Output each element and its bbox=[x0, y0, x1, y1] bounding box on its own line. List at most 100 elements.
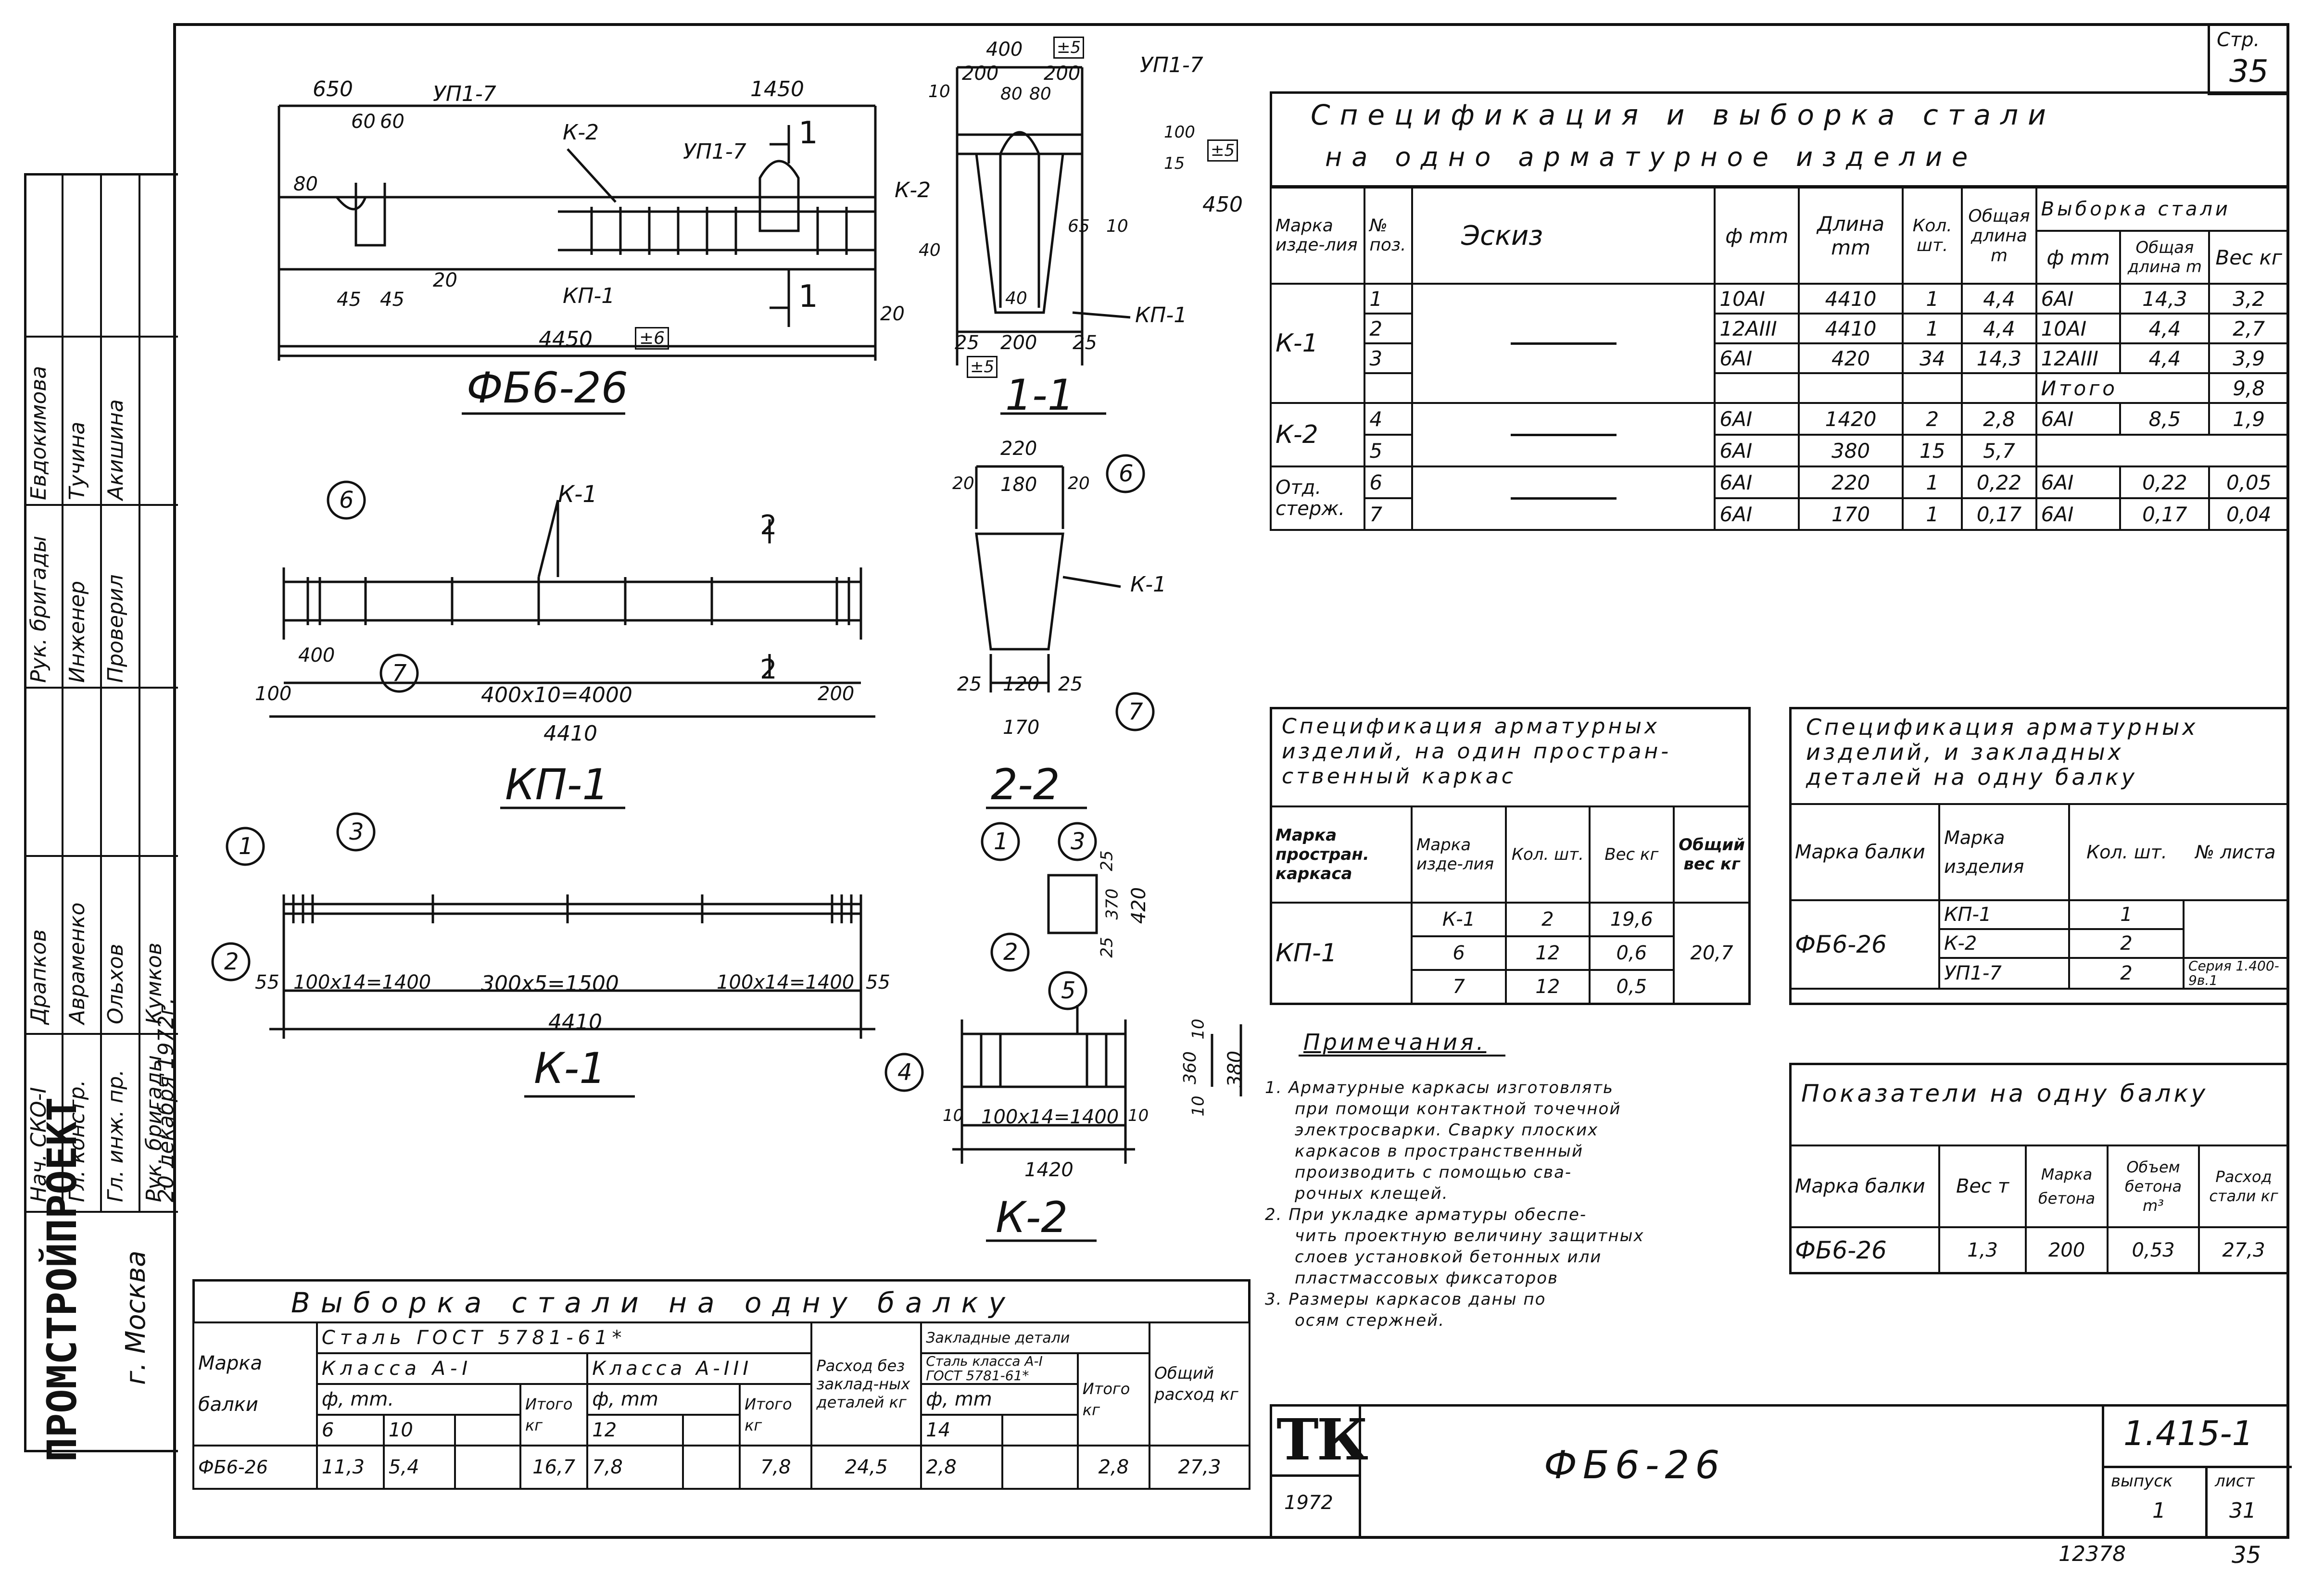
cell bbox=[1001, 1445, 1079, 1490]
header-cell: Эскиз bbox=[1411, 187, 1716, 285]
header-cell: Итого кг bbox=[1076, 1352, 1150, 1447]
issue-label: выпуск bbox=[2111, 1472, 2173, 1491]
header-cell: Итого кг bbox=[519, 1383, 589, 1447]
dim-label: 6 bbox=[339, 487, 354, 514]
sheet-number-box: Стр. 35 bbox=[2208, 23, 2289, 95]
cell bbox=[1961, 372, 2037, 404]
cell: 34 bbox=[1902, 342, 1963, 374]
header-cell: Расход стали кг bbox=[2198, 1145, 2289, 1228]
cell: 2 bbox=[1505, 902, 1591, 937]
spec-cage-title-1: Спецификация арматурных bbox=[1282, 714, 1660, 739]
view-title-k1: К-1 bbox=[534, 1044, 606, 1093]
note-line: слоев установкой бетонных или bbox=[1295, 1247, 1602, 1267]
header-cell: Вес кг bbox=[2208, 230, 2289, 285]
cell: КП-1 bbox=[1938, 899, 2070, 930]
dim-label: 80 bbox=[293, 173, 318, 195]
dim-label: 200 bbox=[1044, 63, 1081, 85]
cell: 4,4 bbox=[1961, 313, 2037, 344]
cell: 12 bbox=[1505, 935, 1591, 971]
note-line: электросварки. Сварку плоских bbox=[1295, 1120, 1599, 1140]
cell: 1 bbox=[1902, 497, 1963, 531]
spec-main-title-2: на одно арматурное изделие bbox=[1325, 142, 1978, 172]
cell: 10AI bbox=[1714, 283, 1800, 314]
spec-main-title-box: Спецификация и выборка стали на одно арм… bbox=[1270, 91, 2289, 188]
pos-cell: 2 bbox=[1364, 313, 1414, 344]
cell: 3,9 bbox=[2208, 342, 2289, 374]
dim-label: 200 bbox=[818, 683, 855, 705]
note-line: пластмассовых фиксаторов bbox=[1295, 1269, 1559, 1288]
dim-label: УП1-7 bbox=[1140, 53, 1203, 77]
dim-label: 100 bbox=[1164, 123, 1195, 142]
dim-label: УП1-7 bbox=[433, 82, 496, 106]
note-line: осям стержней. bbox=[1295, 1311, 1445, 1330]
pos-cell bbox=[1364, 372, 1414, 404]
header-cell: Вес т bbox=[1938, 1145, 2027, 1228]
dim-label: 80 bbox=[1029, 84, 1051, 104]
sketch-line bbox=[1510, 497, 1617, 500]
cell: 12 bbox=[586, 1414, 684, 1447]
dim-label: ±5 bbox=[967, 356, 998, 378]
sketch-line bbox=[1510, 433, 1617, 436]
dim-label: 4450 bbox=[539, 327, 593, 352]
cell: 2,8 bbox=[920, 1445, 1003, 1490]
spec-cage-title-3: ственный каркас bbox=[1282, 764, 1516, 789]
cell: ФБ6-26 bbox=[192, 1445, 318, 1490]
dim-label: К-1 bbox=[1130, 572, 1167, 597]
mark-cell: К-1 bbox=[1269, 283, 1366, 404]
cell: 6 bbox=[1410, 935, 1507, 971]
cell: 0,5 bbox=[1588, 969, 1675, 1005]
cell: 4410 bbox=[1798, 283, 1904, 314]
cell: 6AI bbox=[1714, 342, 1800, 374]
header-cell: Длина mm bbox=[1798, 187, 1904, 285]
dim-label: 7 bbox=[1128, 698, 1143, 725]
indicators-title: Показатели на одну балку bbox=[1801, 1080, 2209, 1107]
cell bbox=[682, 1414, 741, 1447]
header-cell: Выборка стали bbox=[2035, 187, 2290, 232]
header-cell: Кол. шт. bbox=[1902, 187, 1963, 285]
header-cell: Класса А-I bbox=[316, 1352, 589, 1385]
issue-divider bbox=[2205, 1466, 2208, 1539]
cell: 4,4 bbox=[1961, 283, 2037, 314]
spec-beam-title-3: деталей на одну балку bbox=[1806, 764, 2138, 790]
cell: 6AI bbox=[1714, 434, 1800, 467]
cell: 6 bbox=[316, 1414, 385, 1447]
dim-label: 3 bbox=[1071, 828, 1086, 855]
cell: 2 bbox=[2068, 928, 2185, 959]
cell: 380 bbox=[1798, 434, 1904, 467]
sketch-line bbox=[1510, 342, 1617, 345]
header-cell: ф, mm. bbox=[316, 1383, 521, 1416]
dim-label: 20 bbox=[433, 269, 457, 291]
spec-cage-table: Марка простран. каркаса Марка изде-лия К… bbox=[1270, 805, 1751, 1005]
dim-label: 60 bbox=[351, 111, 376, 133]
cell: 2,7 bbox=[2208, 313, 2289, 344]
spec-beam-box: Спецификация арматурных изделий, и закла… bbox=[1789, 707, 2289, 1005]
code-divider bbox=[2104, 1466, 2292, 1468]
cell: 9,8 bbox=[2208, 372, 2289, 404]
dim-label: 100 bbox=[255, 683, 292, 705]
dim-label: 10 bbox=[928, 82, 950, 101]
dim-label: 4 bbox=[897, 1059, 912, 1086]
cell: 0,17 bbox=[1961, 497, 2037, 531]
header-cell: Объем бетона m³ bbox=[2107, 1145, 2200, 1228]
dim-label: 10 bbox=[1188, 1019, 1208, 1040]
dim-label: 1420 bbox=[1024, 1159, 1074, 1181]
header-cell: Сталь ГОСТ 5781-61* bbox=[316, 1321, 813, 1354]
header-cell: Расход без заклад-ных деталей кг bbox=[810, 1321, 922, 1447]
dim-label: 20 bbox=[952, 474, 974, 493]
header-cell: Общая длина m bbox=[1961, 187, 2037, 285]
sketch-cell bbox=[1411, 283, 1716, 404]
cell: 4,4 bbox=[2119, 313, 2210, 344]
note-line: при помощи контактной точечной bbox=[1295, 1099, 1621, 1119]
cell: 8,5 bbox=[2119, 402, 2210, 436]
cell: 12 bbox=[1505, 969, 1591, 1005]
cell: 2,8 bbox=[1076, 1445, 1150, 1490]
dim-label: ±5 bbox=[1053, 37, 1085, 59]
header-cell: Марка бетона bbox=[2025, 1145, 2109, 1228]
dim-label: 25 bbox=[957, 673, 982, 695]
dim-label: 25 bbox=[1058, 673, 1083, 695]
view-title-k2: К-2 bbox=[996, 1193, 1068, 1242]
dim-label: 360 bbox=[1180, 1051, 1200, 1084]
cell: К-2 bbox=[1938, 928, 2070, 959]
header-cell: ф mm bbox=[2035, 230, 2122, 285]
dim-label: 450 bbox=[1202, 192, 1243, 217]
